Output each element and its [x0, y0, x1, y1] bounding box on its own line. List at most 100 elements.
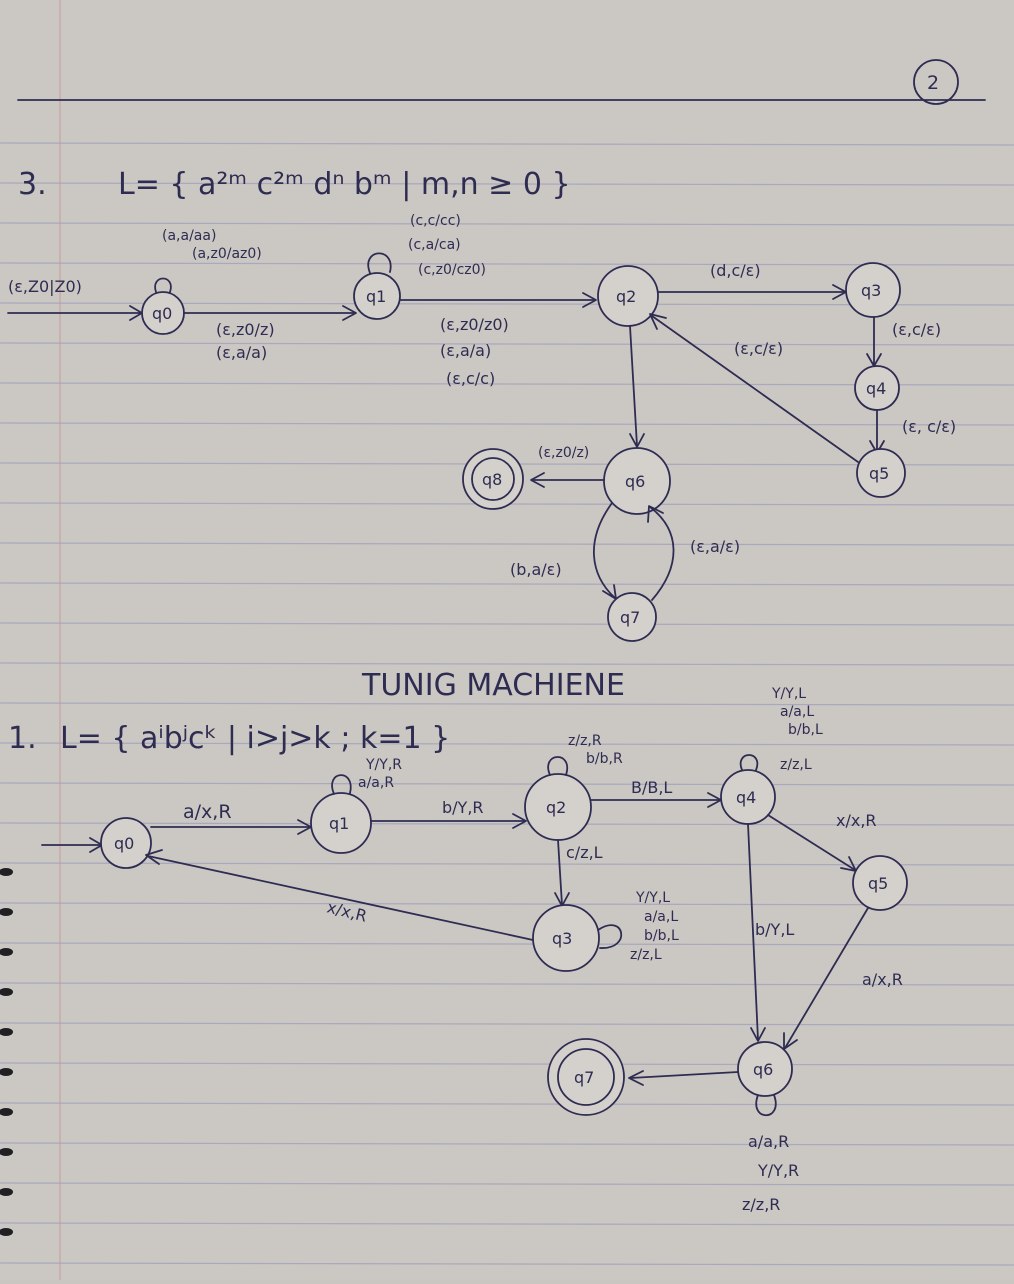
tm-q6-loop-label-1: a/a,R	[748, 1132, 789, 1151]
tm-edge-q4-q6	[747, 823, 759, 1041]
tm-q1-q2-label: b/Y,R	[442, 798, 484, 817]
pda-q2-q3-label: (d,c/ε)	[710, 261, 761, 280]
pda-edge-q2-q6-arrowhead	[629, 433, 645, 448]
tm-q4-loop-label-4: z/z,L	[780, 757, 812, 773]
tm-state-q5	[852, 855, 908, 911]
tm-q6-self-loop	[755, 1094, 777, 1117]
tm-edge-q2-q3	[557, 839, 563, 906]
tm-state-q7-label: q7	[574, 1068, 594, 1087]
pda-edge-q6-q7	[592, 502, 616, 599]
ruled-line	[0, 942, 1014, 946]
tm-q0-q1-label: a/x,R	[183, 801, 232, 823]
pda-state-q2	[597, 265, 659, 327]
pda-start-label: (ε,Z0|Z0)	[8, 277, 82, 296]
pda-q1-q2-label-2: (ε,a/a)	[440, 341, 491, 360]
ruled-line	[0, 742, 1014, 746]
pda-state-q8-label: q8	[482, 470, 502, 489]
ruled-line	[0, 1062, 1014, 1066]
tm-q3-loop-label-1: Y/Y,L	[635, 890, 670, 906]
ruled-line	[0, 1022, 1014, 1026]
ruled-line	[0, 422, 1014, 426]
tm-q3-loop-label-3: b/b,L	[644, 928, 679, 944]
tm-state-q4-label: q4	[736, 788, 756, 807]
tm-state-q7-outer	[547, 1038, 625, 1116]
pda-q1-loop-label-2: (c,a/ca)	[408, 237, 461, 253]
pda-state-q1-label: q1	[366, 287, 386, 306]
pda-state-q2-label: q2	[616, 287, 636, 306]
tm-q6-loop-label-2: Y/Y,R	[757, 1161, 799, 1180]
tm-q4-q6-label: b/Y,L	[755, 920, 794, 939]
pda-q6-q7-label: (b,a/ε)	[510, 560, 562, 579]
ruled-line	[0, 1102, 1014, 1106]
page-number-circle	[913, 59, 959, 105]
tm-edge-q6-q7	[629, 1071, 739, 1079]
ruled-line	[0, 622, 1014, 626]
spiral-hole	[0, 1028, 13, 1036]
ruled-line	[0, 662, 1014, 666]
ruled-line	[0, 142, 1014, 146]
tm-q4-loop-label-2: a/a,L	[780, 704, 814, 720]
tm-q3-loop-label-4: z/z,L	[630, 947, 662, 963]
pda-edge-q7-q6-arrowhead	[647, 505, 664, 523]
ruled-line	[0, 542, 1014, 546]
tm-edge-q6-q7-arrowhead	[628, 1070, 644, 1086]
pda-state-q3-label: q3	[861, 281, 881, 300]
tm-state-q6	[737, 1041, 793, 1097]
pda-q6-q8-label: (ε,z0/z)	[538, 445, 589, 461]
spiral-hole	[0, 908, 13, 916]
pda-edge-q2-q6	[629, 325, 638, 447]
tm-q4-loop-label-3: b/b,L	[788, 722, 823, 738]
tm-state-q7-inner	[557, 1048, 615, 1106]
tm-state-q0	[100, 817, 152, 869]
ruled-line	[0, 342, 1014, 346]
pda-question-number: 3.	[18, 167, 47, 202]
pda-state-q8-inner	[471, 457, 515, 501]
tm-q1-loop-label-2: a/a,R	[358, 775, 394, 791]
tm-edge-q4-q5	[767, 814, 856, 871]
tm-question-number: 1.	[8, 721, 37, 756]
ruled-line	[0, 1262, 1014, 1266]
tm-edge-q1-q2-arrowhead	[512, 813, 527, 829]
pda-state-q5-label: q5	[869, 464, 889, 483]
pda-edge-q5-q2	[651, 315, 859, 463]
ruled-line	[0, 382, 1014, 386]
ruled-line	[0, 982, 1014, 986]
tm-state-q3	[532, 904, 600, 972]
pda-q0-q1-label-2: (ε,a/a)	[216, 343, 267, 362]
pda-state-q6	[603, 447, 671, 515]
pda-q3-q4-label: (ε,c/ε)	[892, 320, 941, 339]
ruled-line	[0, 1182, 1014, 1186]
pda-state-q7-label: q7	[620, 608, 640, 627]
tm-q2-q3-label: c/z,L	[566, 843, 603, 862]
pda-edge-q0-q1-arrowhead	[342, 305, 357, 321]
pda-edge-q6-q8-arrowhead	[530, 472, 545, 488]
tm-q1-loop-label-1: Y/Y,R	[365, 757, 402, 773]
tm-state-q2-label: q2	[546, 798, 566, 817]
spiral-hole	[0, 988, 13, 996]
pda-edge-q7-q6	[649, 506, 675, 601]
spiral-hole	[0, 1228, 13, 1236]
ruled-line	[0, 902, 1014, 906]
pda-q0-q1-label-1: (ε,z0/z)	[216, 320, 275, 339]
pda-state-q3	[845, 262, 901, 318]
pda-edge-q5-q2-arrowhead	[649, 313, 667, 330]
tm-edge-q5-q6	[784, 907, 869, 1049]
spiral-hole	[0, 1188, 13, 1196]
ruled-line	[0, 1222, 1014, 1226]
tm-q2-loop-label-1: z/z,R	[568, 733, 602, 749]
tm-edge-q3-q0	[147, 855, 534, 941]
tm-title: TUNIG MACHIENE	[361, 668, 625, 703]
ruled-line	[0, 782, 1014, 786]
tm-edge-q3-q0-arrowhead	[145, 849, 163, 865]
tm-q2-self-loop	[547, 756, 569, 776]
spiral-hole	[0, 1108, 13, 1116]
ruled-line	[0, 702, 1014, 706]
pda-state-q0-label: q0	[152, 304, 172, 323]
spiral-holes	[0, 868, 13, 1236]
tm-q2-loop-label-2: b/b,R	[586, 751, 623, 767]
pda-edge-q1-q2-arrowhead	[582, 292, 597, 308]
pda-q0-loop-label-2: (a,z0/az0)	[192, 246, 262, 262]
